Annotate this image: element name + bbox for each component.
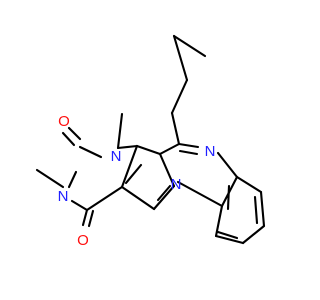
butyl-chain [170,34,207,146]
oxygen-label-lower: O [77,232,89,249]
pyrazine-ring [158,142,239,208]
nitrogen-label-3: N [58,188,69,205]
molecule-structure: N N N N O O [35,34,266,249]
nitrogen-label-pyrrole: N [171,176,182,193]
pyrrole-ring [120,144,176,211]
pyrimidine-ring [67,144,139,212]
benzene-ring [214,175,266,245]
atom-labels: N N N N O O [58,113,216,249]
carbonyl-bonds [61,126,95,228]
methyl-groups [35,112,124,189]
nitrogen-label-1: N [111,148,122,165]
nitrogen-label-quinoxaline: N [205,143,216,160]
oxygen-label-upper: O [58,113,70,130]
